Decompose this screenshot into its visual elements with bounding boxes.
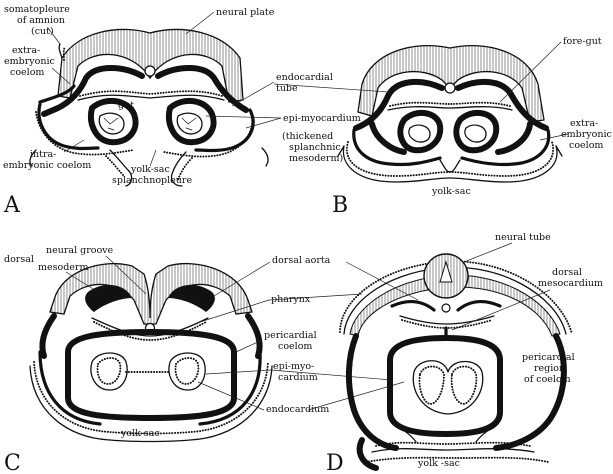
label-extra-embryonic-coelom: extra- embryonic coelom — [4, 45, 58, 78]
label-pericardial-region-of-coelom: pericardial region of coelom — [522, 352, 578, 385]
label-endocardium: endocardium — [266, 404, 329, 415]
panel-c: neural groove dorsal mesoderm dorsal aor… — [4, 245, 404, 474]
notochord-b — [445, 83, 455, 93]
label-dorsal-mesoderm: dorsal mesoderm — [4, 254, 88, 273]
label-yolk-sac-b: yolk-sac — [431, 186, 471, 197]
panel-c-drawing — [30, 264, 272, 442]
label-epi-myocardium: epi-myocardium — [283, 113, 361, 124]
panel-b-drawing — [338, 46, 562, 182]
label-yolk-sac-splanchnopleure: yolk-sac splanchnopleure — [112, 164, 192, 186]
label-fore-gut: fore-gut — [563, 36, 602, 47]
label-endocardial-tube-a: endocardial tube — [276, 72, 336, 94]
label-somatopleure: somatopleure of amnion (cut) — [4, 4, 73, 37]
panel-letter-b: B — [332, 193, 348, 218]
label-yolk-sac-d: yolk -sac — [417, 458, 460, 469]
panel-letter-c: C — [4, 451, 21, 474]
panel-letter-a: A — [3, 193, 21, 218]
label-thickened-splanchnic-mesoderm: (thickened splanchnic mesoderm) — [282, 131, 344, 164]
notochord-d — [442, 304, 450, 312]
panel-b: fore-gut extra- embryonic coelom yolk-sa… — [274, 36, 613, 218]
panel-d: neural tube dorsal mesocardium pericardi… — [326, 232, 603, 474]
notochord — [145, 66, 155, 76]
label-neural-tube: neural tube — [495, 232, 551, 243]
label-dorsal-mesocardium: dorsal mesocardium — [538, 267, 603, 289]
label-extra-embryonic-coelom-b: extra- embryonic coelom — [561, 118, 613, 151]
label-yolk-sac-c: yolk-sac — [120, 428, 160, 439]
label-gut: gut — [118, 100, 134, 111]
panel-letter-d: D — [326, 451, 344, 474]
label-intra-embryonic-coelom: intra- embryonic coelom — [3, 149, 91, 171]
label-neural-plate: neural plate — [216, 7, 275, 18]
label-pericardial-coelom: pericardial coelom — [264, 330, 320, 352]
label-dorsal-aorta: dorsal aorta — [272, 255, 331, 266]
label-neural-groove: neural groove — [46, 245, 114, 256]
panel-a: somatopleure of amnion (cut) neural plat… — [3, 4, 361, 218]
